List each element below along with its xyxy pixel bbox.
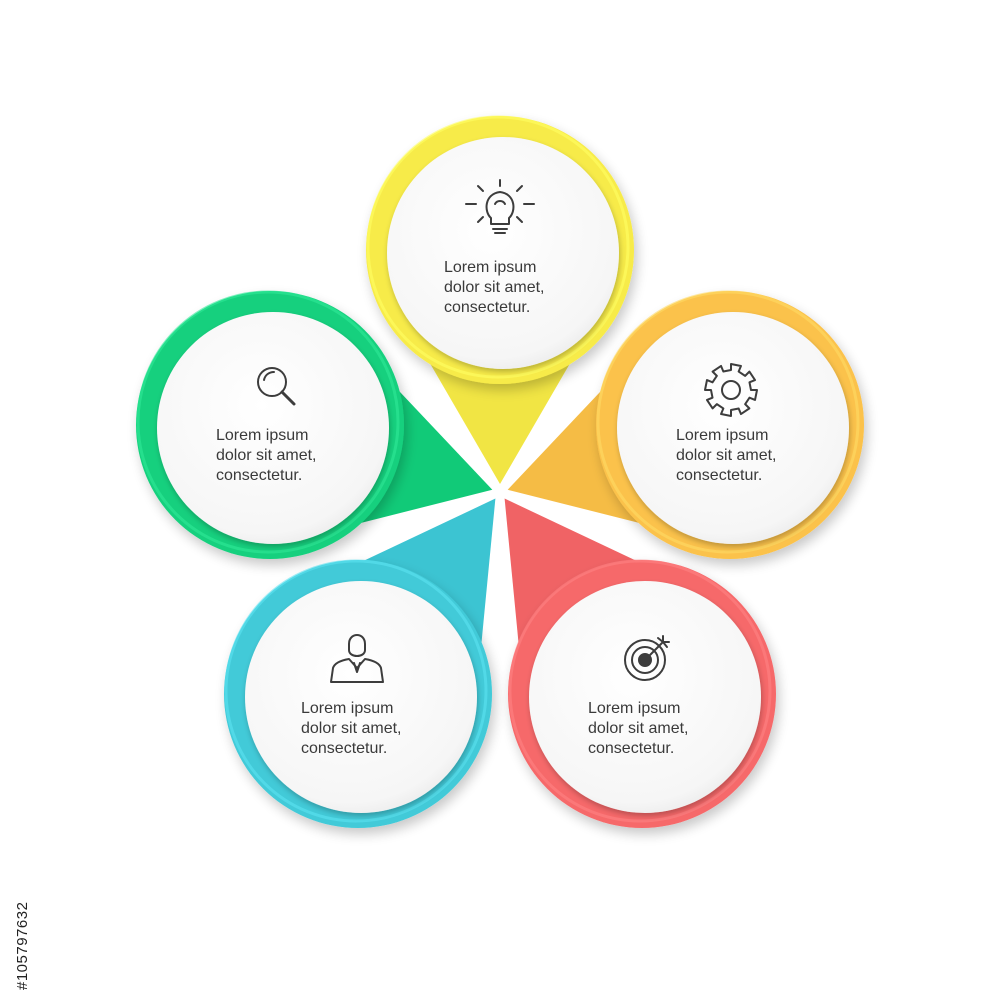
- ring-highlight-left: [136, 290, 400, 554]
- step-text-line: Lorem ipsum: [676, 427, 769, 444]
- ring-highlight-top: [366, 115, 630, 379]
- lightbulb-icon: [465, 179, 535, 234]
- step-text-bottom-left: Lorem ipsum dolor sit amet, consectetur.: [301, 699, 451, 759]
- person-icon: [330, 634, 384, 683]
- step-text-line: consectetur.: [676, 467, 763, 484]
- inner-disc-top: [387, 137, 619, 369]
- step-text-bottom-right: Lorem ipsum dolor sit amet, consectetur.: [588, 699, 738, 759]
- step-circle-left: [136, 290, 404, 559]
- gear-icon: [704, 363, 758, 417]
- step-circle-bottom-left: [224, 559, 492, 828]
- step-text-line: Lorem ipsum: [216, 427, 309, 444]
- step-text-line: dolor sit amet,: [588, 720, 689, 737]
- ring-highlight-bottom-left: [224, 559, 488, 823]
- step-text-line: consectetur.: [444, 299, 531, 316]
- step-circle-top: [366, 115, 634, 384]
- step-circle-bottom-right: [508, 559, 776, 828]
- stock-id-watermark: #105797632: [14, 901, 31, 990]
- target-icon: [624, 635, 670, 681]
- step-circle-right: [596, 290, 864, 559]
- step-text-line: dolor sit amet,: [301, 720, 402, 737]
- inner-disc-bottom-right: [529, 581, 761, 813]
- step-text-line: Lorem ipsum: [301, 700, 394, 717]
- ring-highlight-bottom-right: [508, 559, 772, 823]
- step-text-line: consectetur.: [301, 740, 388, 757]
- step-text-line: Lorem ipsum: [444, 259, 537, 276]
- inner-disc-right: [617, 312, 849, 544]
- step-text-line: consectetur.: [588, 740, 675, 757]
- step-text-left: Lorem ipsum dolor sit amet, consectetur.: [216, 426, 366, 486]
- search-icon: [257, 367, 296, 406]
- inner-disc-bottom-left: [245, 581, 477, 813]
- ring-highlight-right: [596, 290, 860, 554]
- step-text-right: Lorem ipsum dolor sit amet, consectetur.: [676, 426, 826, 486]
- step-text-line: consectetur.: [216, 467, 303, 484]
- step-text-top: Lorem ipsum dolor sit amet, consectetur.: [444, 258, 594, 318]
- step-text-line: Lorem ipsum: [588, 700, 681, 717]
- step-text-line: dolor sit amet,: [444, 279, 545, 296]
- step-text-line: dolor sit amet,: [676, 447, 777, 464]
- step-text-line: dolor sit amet,: [216, 447, 317, 464]
- inner-disc-left: [157, 312, 389, 544]
